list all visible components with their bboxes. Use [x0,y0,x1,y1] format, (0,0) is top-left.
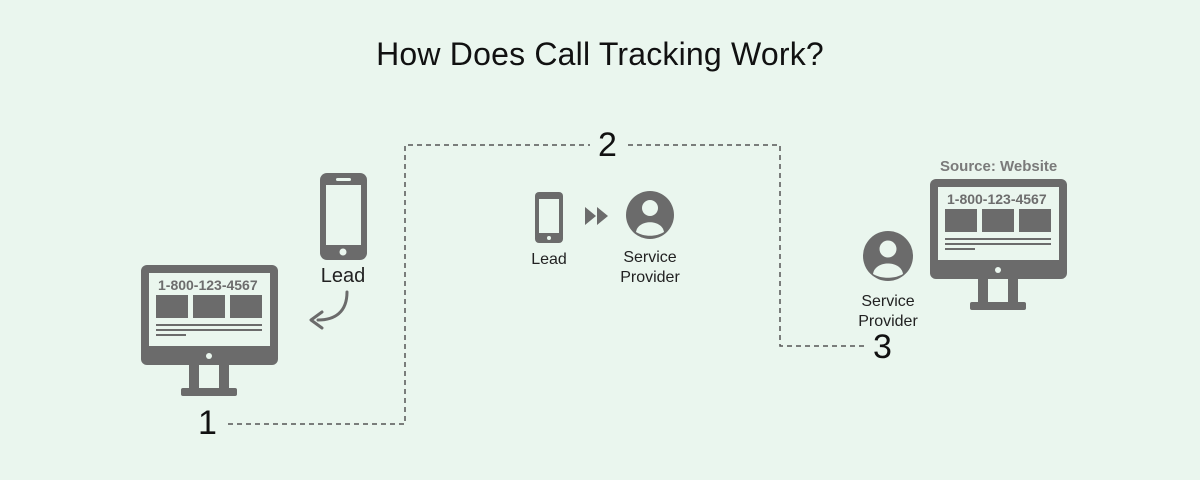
center-phone-icon [535,192,563,243]
right-person-icon [863,231,913,281]
service-provider-label-center: Service Provider [620,249,680,286]
diagram-title: How Does Call Tracking Work? [376,36,824,72]
lead-phone-icon [320,173,367,260]
right-monitor-phone-number: 1-800-123-4567 [947,191,1047,207]
step-1-number: 1 [198,404,217,442]
lead-label-small: Lead [531,251,567,268]
right-monitor-source-label: Source: Website [940,158,1058,175]
left-monitor-phone-number: 1-800-123-4567 [158,277,258,293]
step-2-number: 2 [598,126,617,164]
dashed-connector [228,144,868,425]
center-person-icon [626,191,674,239]
forward-arrows-icon [585,207,608,225]
left-monitor-icon [141,265,278,396]
curved-arrow-icon [309,290,349,330]
service-provider-label-right: Service Provider [858,293,918,330]
step-3-number: 3 [873,328,892,366]
right-monitor-icon [930,179,1067,310]
lead-label-large: Lead [320,265,366,287]
